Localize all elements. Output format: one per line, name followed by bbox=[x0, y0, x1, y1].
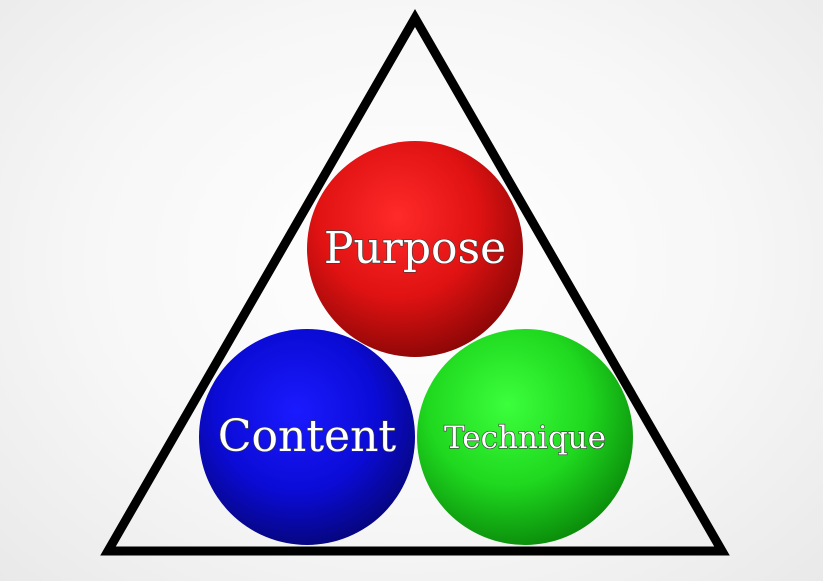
technique-label: Technique bbox=[444, 420, 606, 456]
purpose-label: Purpose bbox=[324, 223, 506, 274]
content-sphere: Content bbox=[199, 329, 415, 545]
triangle-frame bbox=[100, 8, 730, 556]
purpose-sphere: Purpose bbox=[307, 141, 523, 357]
technique-sphere: Technique bbox=[417, 329, 633, 545]
content-label: Content bbox=[218, 411, 397, 462]
